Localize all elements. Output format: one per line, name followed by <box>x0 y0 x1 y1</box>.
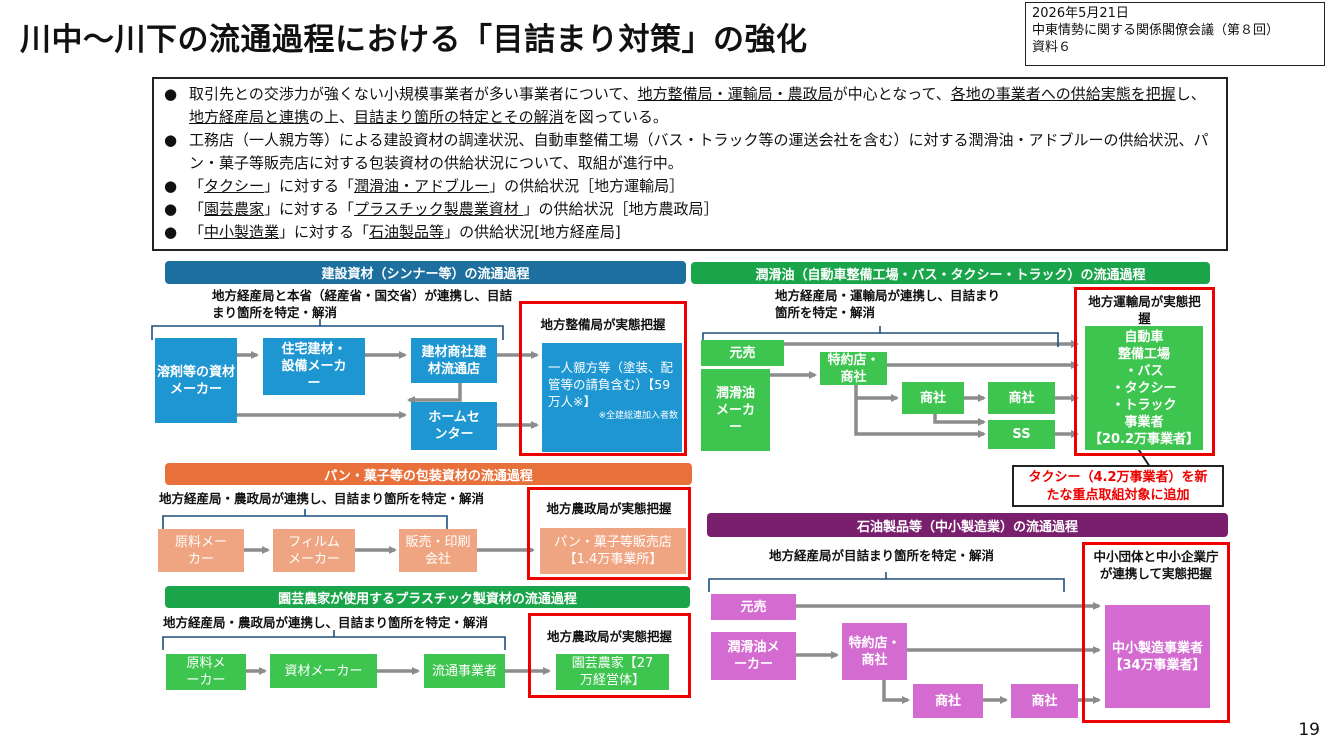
bullet-dot-icon: ● <box>164 177 178 195</box>
taxi-callout: タクシー（4.2万事業者）を新たな重点取組対象に追加 <box>1012 465 1224 507</box>
node-oil-maker: 潤滑油メーカー <box>711 632 796 680</box>
bullet-1: ●取引先との交渉力が強くない小規模事業者が多い事業者について、地方整備局・運輸局… <box>164 85 1206 126</box>
construction-red-box: 地方整備局が実態把握 一人親方等（塗装、配管等の請負含む）【59万人※】 ※全建… <box>519 301 687 456</box>
page-number: 19 <box>1298 720 1320 740</box>
packaging-red-title: 地方農政局が実態把握 <box>546 501 672 516</box>
page-title: 川中～川下の流通過程における「目詰まり対策」の強化 <box>20 22 808 58</box>
bullet-2: ●工務店（一人親方等）による建設資材の調達状況、自動車整備工場（バス・トラック等… <box>164 131 1209 172</box>
plastic-note: 地方経産局・農政局が連携し、目詰まり箇所を特定・解消 <box>163 615 489 630</box>
lubricant-red-title: 地方運輸局が実態把握 <box>1088 294 1201 326</box>
construction-red-title: 地方整備局が実態把握 <box>540 317 666 332</box>
node-lub-ss: SS <box>988 420 1055 449</box>
plastic-header: 園芸農家が使用するプラスチック製資材の流通過程 <box>165 586 690 608</box>
construction-target: 一人親方等（塗装、配管等の請負含む）【59万人※】 ※全建総連加入者数 <box>542 343 682 452</box>
node-solvent-maker: 溶剤等の資材メーカー <box>155 338 237 423</box>
construction-header: 建設資材（シンナー等）の流通過程 <box>165 261 686 284</box>
bullet-dot-icon: ● <box>164 200 178 218</box>
packaging-header: パン・菓子等の包装資材の流通過程 <box>165 463 692 485</box>
node-lub-trader-1: 商社 <box>902 382 964 414</box>
node-sales-printing: 販売・印刷会社 <box>399 529 477 572</box>
summary-box: ●取引先との交渉力が強くない小規模事業者が多い事業者について、地方整備局・運輸局… <box>152 77 1228 251</box>
packaging-note: 地方経産局・農政局が連携し、目詰まり箇所を特定・解消 <box>159 491 485 506</box>
node-oil-trader-1: 商社 <box>913 684 983 718</box>
plastic-target: 園芸農家【27万経営体】 <box>556 654 669 690</box>
node-plastic-raw-maker: 原料メーカー <box>166 654 246 690</box>
oil-red-title: 中小団体と中小企業庁が連携して実態把握 <box>1093 549 1219 581</box>
packaging-red-box: 地方農政局が実態把握 パン・菓子等販売店【1.4万事業所】 <box>527 487 691 580</box>
lubricant-red-box: 地方運輸局が実態把握 自動車 整備工場 ・バス ・タクシー ・トラック 事業者 … <box>1074 287 1215 456</box>
lubricant-header: 潤滑油（自動車整備工場・バス・タクシー・トラック）の流通過程 <box>691 262 1210 284</box>
node-lub-special-dealer: 特約店・商社 <box>820 352 887 385</box>
oil-red-box: 中小団体と中小企業庁が連携して実態把握 中小製造事業者【34万事業者】 <box>1082 542 1230 723</box>
node-housing-maker: 住宅建材・設備メーカー <box>263 338 365 395</box>
bullet-4: ●「園芸農家」に対する「プラスチック製農業資材 」の供給状況［地方農政局］ <box>162 198 1218 221</box>
plastic-red-title: 地方農政局が実態把握 <box>546 629 672 644</box>
node-distributor: 流通事業者 <box>424 654 505 688</box>
node-lub-trader-2: 商社 <box>988 382 1055 414</box>
bullet-dot-icon: ● <box>164 223 178 241</box>
node-oil-special-dealer: 特約店・商社 <box>842 623 907 680</box>
packaging-target: パン・菓子等販売店【1.4万事業所】 <box>540 528 686 574</box>
meta-doc: 資料６ <box>1032 40 1072 55</box>
lubricant-target: 自動車 整備工場 ・バス ・タクシー ・トラック 事業者 【20.2万事業者】 <box>1085 326 1203 450</box>
construction-note: 地方経産局と本省（経産省・国交省）が連携し、目詰まり箇所を特定・解消 <box>212 288 513 320</box>
bullet-dot-icon: ● <box>164 85 178 103</box>
node-oil-moto: 元売 <box>711 594 796 620</box>
node-lub-maker: 潤滑油メーカー <box>701 369 770 451</box>
oil-note: 地方経産局が目詰まり箇所を特定・解消 <box>769 548 995 563</box>
node-lub-moto: 元売 <box>701 340 784 366</box>
meta-date: 2026年5月21日 <box>1032 6 1129 21</box>
lubricant-note: 地方経産局・運輸局が連携し、目詰まり箇所を特定・解消 <box>775 288 1001 320</box>
node-home-center: ホームセンター <box>411 402 497 450</box>
plastic-red-box: 地方農政局が実態把握 園芸農家【27万経営体】 <box>528 613 691 698</box>
bullet-3: ●「タクシー」に対する「潤滑油・アドブルー」の供給状況［地方運輸局］ <box>162 175 1218 198</box>
node-material-distributor: 建材商社建材流通店 <box>411 338 497 383</box>
node-raw-maker: 原料メーカー <box>158 529 244 572</box>
meta-box: 2026年5月21日 中東情勢に関する関係閣僚会議（第８回） 資料６ <box>1025 2 1325 66</box>
bullet-dot-icon: ● <box>164 131 178 149</box>
node-oil-trader-2: 商社 <box>1011 684 1078 718</box>
oil-header: 石油製品等（中小製造業）の流通過程 <box>707 513 1228 537</box>
node-film-maker: フィルムメーカー <box>273 529 355 572</box>
meta-meeting: 中東情勢に関する関係閣僚会議（第８回） <box>1032 23 1280 38</box>
bullet-5: ●「中小製造業」に対する「石油製品等」の供給状況[地方経産局] <box>162 221 1218 244</box>
node-material-maker: 資材メーカー <box>270 654 377 688</box>
oil-target: 中小製造事業者【34万事業者】 <box>1105 605 1210 708</box>
